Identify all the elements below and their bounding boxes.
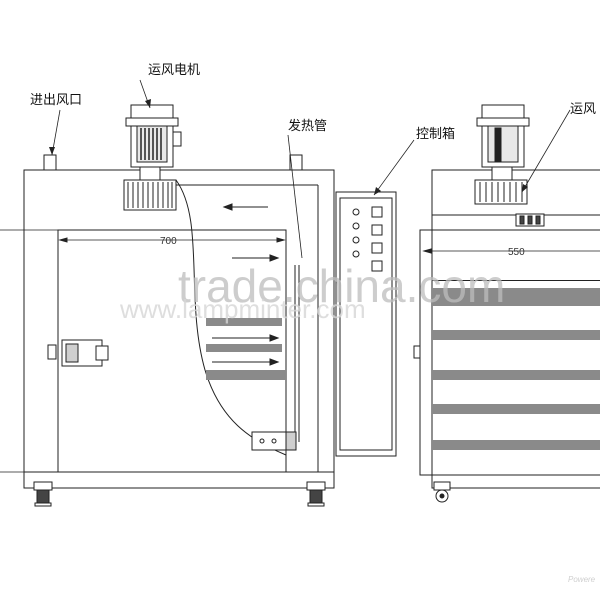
label-fan-motor-left: 运风电机 xyxy=(148,63,200,78)
dimension-550: 550 xyxy=(508,247,525,258)
watermark-secondary: www.lampminter.com xyxy=(119,294,366,324)
control-box xyxy=(335,191,397,457)
side-handle xyxy=(413,345,421,359)
watermark-footer: Powere xyxy=(568,575,596,584)
cabinet-outer xyxy=(23,169,335,489)
door-hinge xyxy=(251,431,297,451)
label-heating-tube: 发热管 xyxy=(288,118,327,134)
air-inlet-outlet xyxy=(43,154,57,171)
leader-arrowheads xyxy=(49,99,528,195)
front-view xyxy=(0,154,335,489)
label-fan-motor-right: 运风 xyxy=(570,102,596,117)
watermark-primary: trade.china.com xyxy=(178,260,505,312)
heating-tube xyxy=(294,265,300,442)
top-vent-stub xyxy=(289,154,303,171)
fan-motor-left xyxy=(123,104,182,211)
tray-shelves-side xyxy=(432,280,600,450)
airflow-arrows xyxy=(212,203,280,366)
casters-front xyxy=(33,481,326,507)
label-inlet-outlet: 进出风口 xyxy=(30,93,82,108)
caster-side xyxy=(433,481,451,503)
fan-motor-right xyxy=(474,104,545,227)
dimension-700: 700 xyxy=(160,236,177,247)
label-control-box: 控制箱 xyxy=(416,126,455,142)
door-latch xyxy=(47,339,109,367)
cutaway-curve xyxy=(175,179,287,456)
side-cabinet-outer xyxy=(431,169,600,489)
tray-bars-front xyxy=(206,318,286,380)
